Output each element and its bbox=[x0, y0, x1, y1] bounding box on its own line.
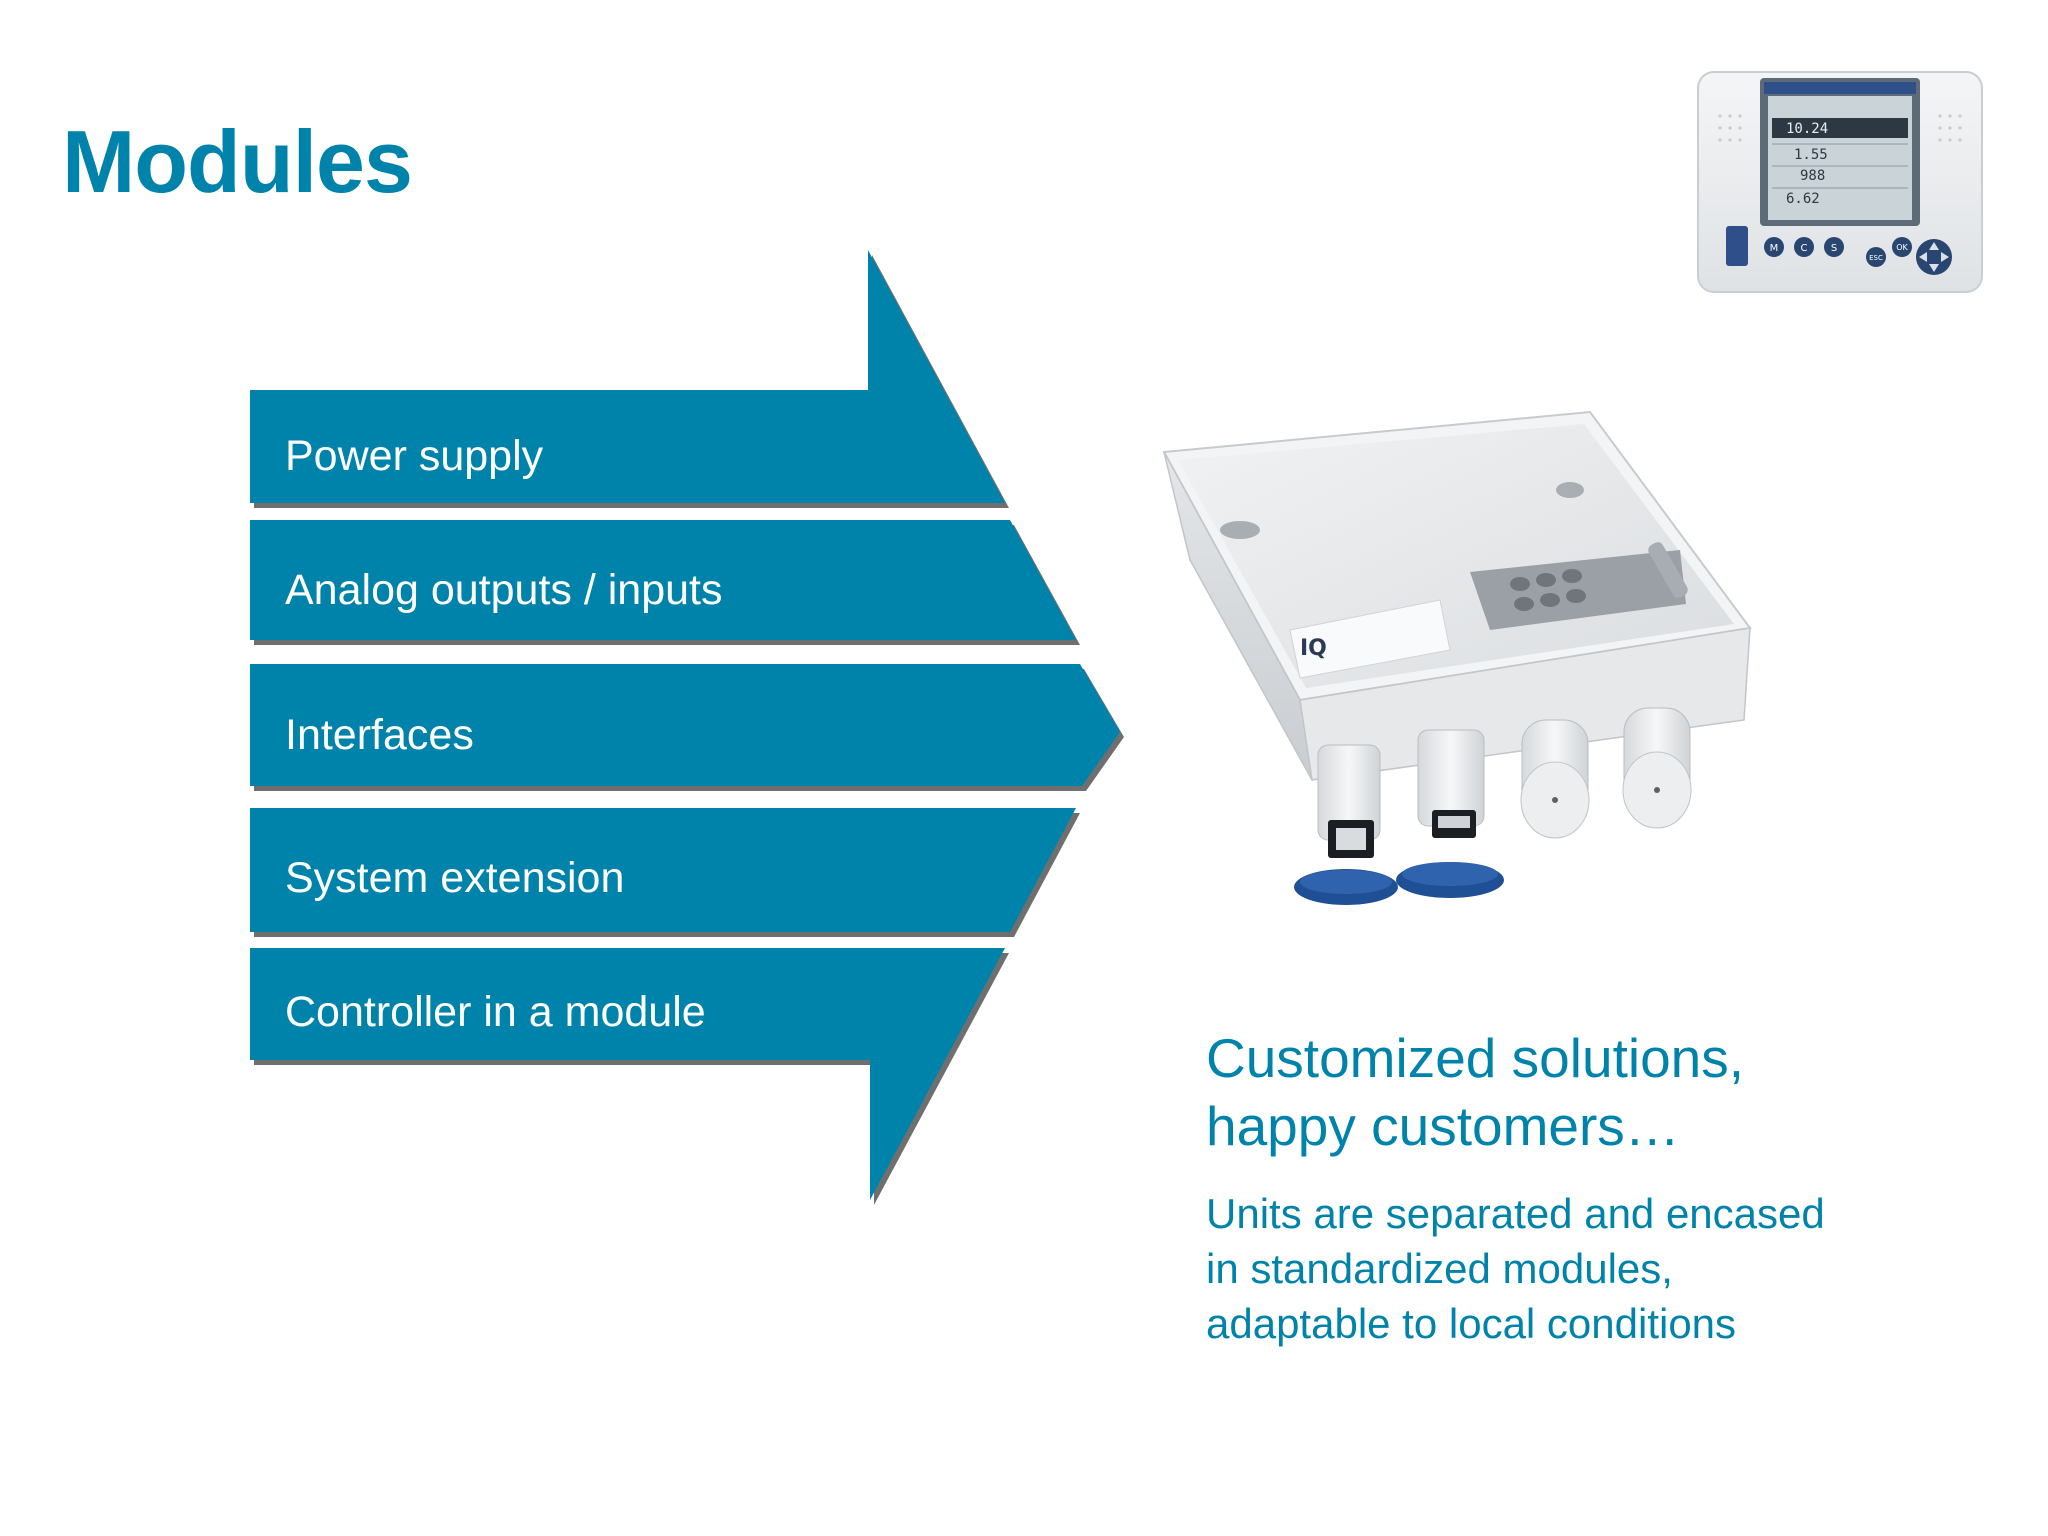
tagline-headline: Customized solutions, happy customers… bbox=[1206, 1024, 1744, 1160]
terminal-reading-1: 10.24 bbox=[1786, 121, 1828, 137]
band-analog-io bbox=[250, 520, 1076, 640]
controller-terminal-photo: 10.24 1.55 988 6.62 M C S ESC OK bbox=[1697, 71, 1983, 293]
iq-logo-icon: IQ bbox=[1300, 636, 1327, 661]
tagline-line-1: Customized solutions, bbox=[1206, 1027, 1745, 1089]
description-line-3: adaptable to local conditions bbox=[1206, 1300, 1737, 1347]
terminal-reading-4: 6.62 bbox=[1786, 191, 1820, 207]
terminal-button-ok: OK bbox=[1896, 243, 1908, 252]
module-label-power-supply: Power supply bbox=[285, 432, 544, 480]
band-controller bbox=[250, 948, 1005, 1200]
description-line-2: in standardized modules, bbox=[1206, 1245, 1673, 1292]
description-text: Units are separated and encased in stand… bbox=[1206, 1186, 1825, 1351]
band-interfaces bbox=[250, 664, 1120, 786]
module-label-analog-io: Analog outputs / inputs bbox=[285, 566, 723, 614]
module-label-controller: Controller in a module bbox=[285, 988, 706, 1036]
module-label-system-extension: System extension bbox=[285, 854, 625, 902]
band-system-extension bbox=[250, 808, 1076, 932]
band-power-supply bbox=[250, 250, 1005, 503]
module-box-photo: IQ bbox=[1162, 410, 1752, 905]
terminal-reading-3: 988 bbox=[1800, 168, 1825, 184]
module-label-interfaces: Interfaces bbox=[285, 711, 474, 759]
terminal-reading-2: 1.55 bbox=[1794, 147, 1828, 163]
terminal-button-esc: ESC bbox=[1869, 254, 1883, 262]
arrow-bands bbox=[250, 250, 1120, 1200]
terminal-button-m: M bbox=[1770, 243, 1779, 254]
terminal-button-c: C bbox=[1801, 243, 1808, 254]
terminal-button-s: S bbox=[1831, 243, 1837, 254]
description-line-1: Units are separated and encased bbox=[1206, 1190, 1825, 1237]
page-title: Modules bbox=[62, 112, 413, 211]
tagline-line-2: happy customers… bbox=[1206, 1095, 1680, 1157]
